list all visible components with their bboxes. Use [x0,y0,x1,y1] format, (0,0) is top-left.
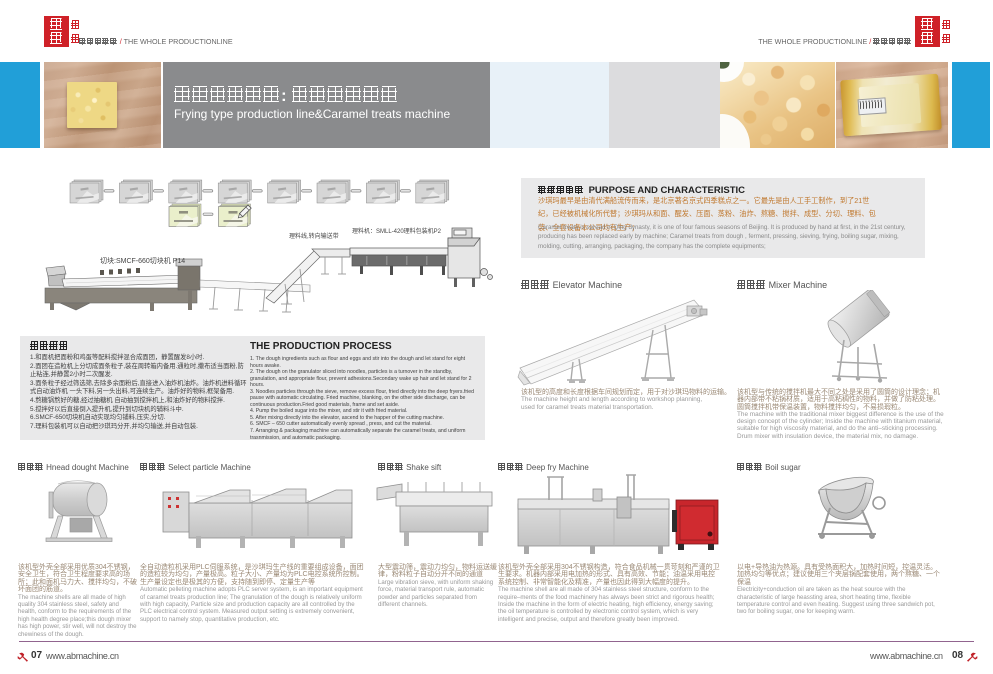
svg-text:理料机：SMLL-420理料包装机P2: 理料机：SMLL-420理料包装机P2 [352,227,442,235]
svg-text:理料线,转向输送带: 理料线,转向输送带 [289,232,339,240]
svg-text:切块:SMCF-660切块机 P14: 切块:SMCF-660切块机 P14 [100,256,185,265]
